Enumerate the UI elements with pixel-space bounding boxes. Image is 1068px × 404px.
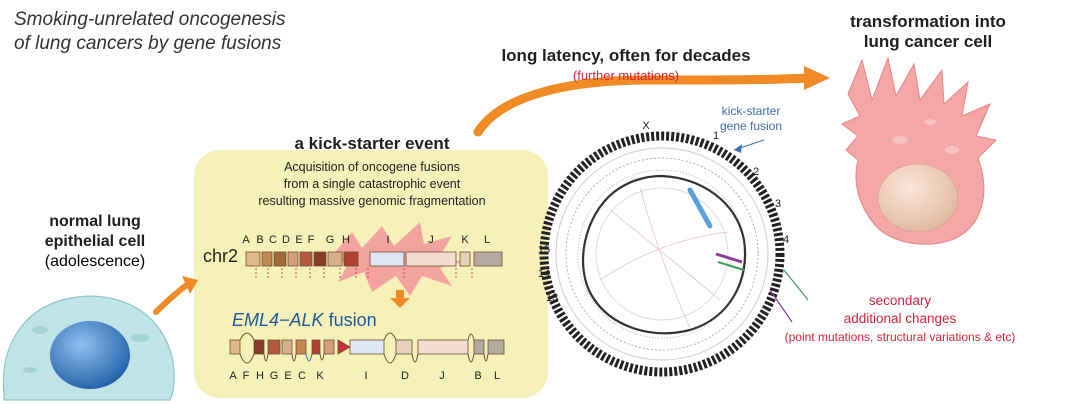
kick-starter-link [687, 187, 713, 229]
kick-starter-desc-2: from a single catastrophic event [283, 177, 461, 191]
gene-label-bottom: L [493, 370, 501, 382]
fusion-suffix: fusion [323, 310, 377, 330]
kick-starter-description: Acquisition of oncogene fusions from a s… [222, 159, 522, 210]
fragment-guides [255, 268, 473, 280]
fusion-gene-name: EML4−ALK [232, 310, 324, 330]
kick-starter-fusion-line-1: kick-starter [721, 104, 781, 118]
gene-label-bottom: C [298, 370, 306, 382]
kick-starter-desc-3: resulting massive genomic fragmentation [258, 194, 486, 208]
kick-starter-fusion-line-2: gene fusion [719, 119, 783, 133]
secondary-callout-green [783, 269, 809, 301]
cancer-cell-nucleus [877, 163, 959, 233]
fusion-down-arrow [390, 290, 410, 308]
circos-chrom-label: 2 [752, 166, 760, 178]
title-line-2: of lung cancers by gene fusions [14, 33, 282, 54]
fusion-chromosome [229, 339, 505, 355]
gene-label-top: L [483, 234, 491, 246]
lung-cancer-cell [841, 56, 998, 245]
secondary-line-2: additional changes [843, 311, 957, 326]
arrow-long-latency [473, 73, 813, 137]
gene-label-bottom: J [439, 370, 445, 382]
normal-cell [2, 295, 175, 401]
circos-chrom-label: 1 [712, 130, 720, 142]
kick-starter-title: a kick-starter event [294, 134, 450, 153]
title-line-1: Smoking-unrelated oncogenesis [14, 9, 286, 30]
gene-label-top: E [295, 234, 303, 246]
secondary-line-1: secondary [868, 293, 932, 308]
circos-chrom-label: X [642, 120, 650, 132]
circos-chrom-label: 13 [545, 292, 559, 304]
normal-cell-label: normal lung epithelial cell (adolescence… [0, 212, 190, 272]
gene-label-top: D [282, 234, 290, 246]
gene-label-bottom: E [284, 370, 292, 382]
gene-label-top: C [269, 234, 277, 246]
gene-label-bottom: B [474, 370, 482, 382]
arrow-normal-to-event [153, 281, 191, 315]
normal-cell-nucleus [50, 321, 130, 389]
normal-cell-line-2: epithelial cell [44, 233, 146, 250]
gene-label-top: F [307, 234, 315, 246]
gene-label-top: I [386, 234, 390, 246]
normal-cell-line-1: normal lung [49, 213, 141, 230]
gene-label-top: B [256, 234, 264, 246]
transformation-line-2: lung cancer cell [863, 32, 993, 51]
gene-label-top: G [325, 234, 335, 246]
gene-label-top: A [242, 234, 250, 246]
circos-chrom-label: 14 [537, 268, 551, 280]
circos-chrom-label: 15 [537, 244, 551, 256]
gene-label-bottom: D [401, 370, 409, 382]
circos-plot [539, 131, 785, 377]
gene-label-top: H [342, 234, 350, 246]
circos-chrom-label: 3 [774, 198, 782, 210]
gene-label-bottom: H [256, 370, 264, 382]
kick-starter-desc-1: Acquisition of oncogene fusions [284, 160, 460, 174]
latency-label: long latency, often for decades [501, 46, 751, 65]
gene-label-top: J [428, 234, 434, 246]
fusion-loops [239, 332, 489, 364]
transformation-line-1: transformation into [850, 12, 1006, 31]
figure-title: Smoking-unrelated oncogenesis of lung ca… [14, 8, 285, 56]
circos-chrom-label: 4 [782, 234, 790, 246]
chr2-bar [245, 251, 503, 267]
secondary-callout-purple [769, 289, 793, 323]
gene-label-top: K [461, 234, 469, 246]
gene-label-bottom: K [316, 370, 324, 382]
gene-label-bottom: G [269, 370, 279, 382]
secondary-line-3: (point mutations, structural variations … [784, 330, 1016, 344]
latency-sublabel: (further mutations) [572, 68, 680, 83]
secondary-changes-label: secondary additional changes (point muta… [760, 292, 1040, 346]
fusion-label: EML4−ALK fusion [232, 310, 377, 331]
transformation-label: transformation into lung cancer cell [808, 12, 1048, 52]
gene-label-bottom: F [242, 370, 250, 382]
gene-label-bottom: A [229, 370, 237, 382]
kick-starter-fusion-label: kick-starter gene fusion [708, 104, 794, 134]
chromosome-label: chr2 [203, 246, 239, 266]
normal-cell-line-3: (adolescence) [44, 253, 146, 270]
gene-label-bottom: I [364, 370, 368, 382]
